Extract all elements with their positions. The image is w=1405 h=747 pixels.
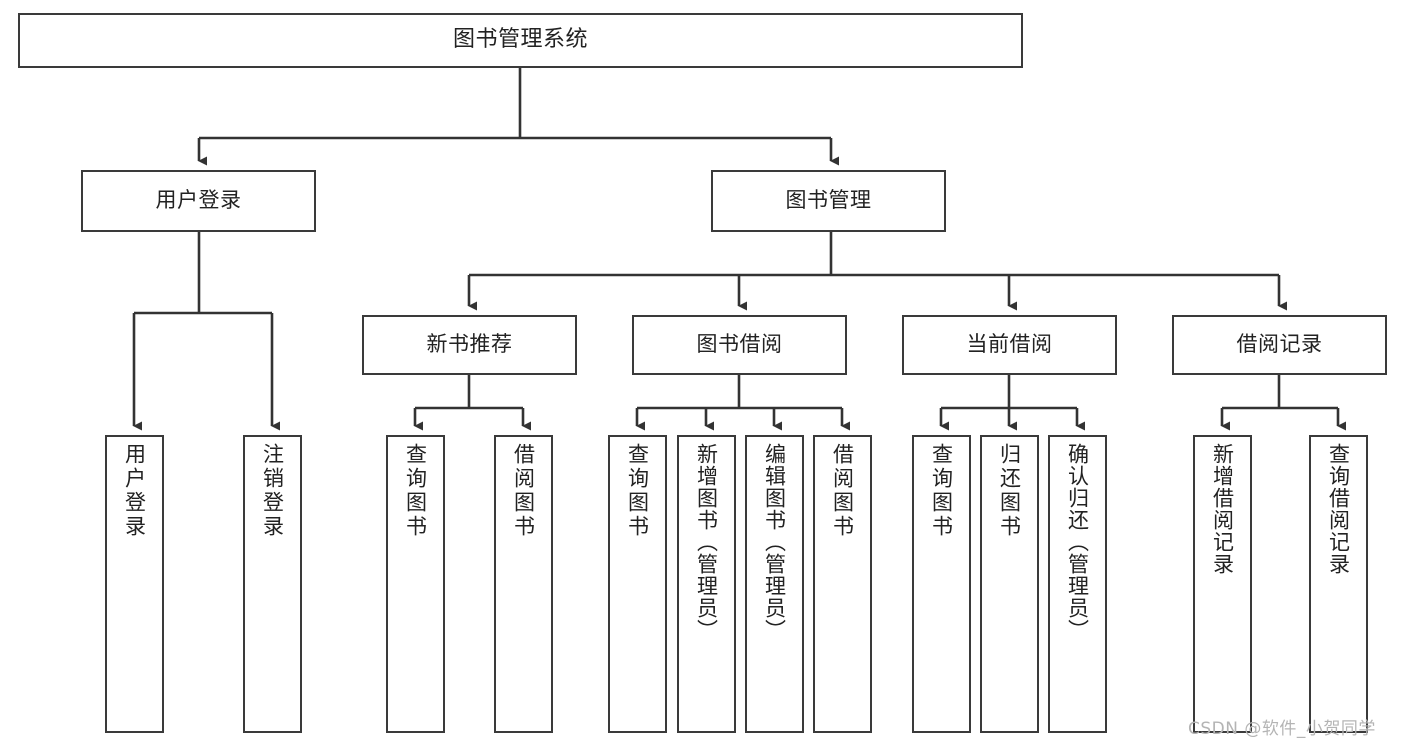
node-leaf-query-book-3-label: 查询图书	[929, 443, 954, 539]
node-book-borrow-label: 图书借阅	[696, 332, 783, 357]
node-leaf-return-book-label: 归还图书	[997, 443, 1022, 539]
node-new-book-recommend[interactable]: 新书推荐	[362, 315, 577, 375]
node-root-system-label: 图书管理系统	[452, 27, 588, 53]
node-leaf-edit-book-label: 编辑图书（管理员）	[762, 443, 787, 641]
node-leaf-confirm-return[interactable]: 确认归还（管理员）	[1048, 435, 1107, 733]
node-leaf-query-book-1-label: 查询图书	[403, 443, 428, 539]
node-leaf-query-book-2[interactable]: 查询图书	[608, 435, 667, 733]
node-current-borrow[interactable]: 当前借阅	[902, 315, 1117, 375]
node-leaf-borrow-book-2[interactable]: 借阅图书	[813, 435, 872, 733]
node-book-manage-label: 图书管理	[785, 188, 872, 213]
node-book-borrow[interactable]: 图书借阅	[632, 315, 847, 375]
node-leaf-borrow-book-1[interactable]: 借阅图书	[494, 435, 553, 733]
node-current-borrow-label: 当前借阅	[966, 332, 1053, 357]
node-leaf-query-book-2-label: 查询图书	[625, 443, 650, 539]
node-new-book-recommend-label: 新书推荐	[426, 332, 513, 357]
node-root-system[interactable]: 图书管理系统	[18, 13, 1023, 68]
node-leaf-add-record[interactable]: 新增借阅记录	[1193, 435, 1252, 733]
node-borrow-record-label: 借阅记录	[1236, 332, 1323, 357]
node-leaf-add-record-label: 新增借阅记录	[1210, 443, 1235, 575]
node-leaf-user-login-label: 用户登录	[122, 443, 147, 539]
node-leaf-borrow-book-2-label: 借阅图书	[830, 443, 855, 539]
watermark-text: CSDN @软件_小贺同学	[1188, 719, 1376, 739]
node-leaf-logout-login[interactable]: 注销登录	[243, 435, 302, 733]
node-leaf-return-book[interactable]: 归还图书	[980, 435, 1039, 733]
node-leaf-query-record-label: 查询借阅记录	[1326, 443, 1351, 575]
node-borrow-record[interactable]: 借阅记录	[1172, 315, 1387, 375]
node-leaf-logout-login-label: 注销登录	[260, 443, 285, 539]
node-leaf-user-login[interactable]: 用户登录	[105, 435, 164, 733]
node-user-login-label: 用户登录	[155, 188, 242, 213]
node-book-manage[interactable]: 图书管理	[711, 170, 946, 232]
node-leaf-add-book-label: 新增图书（管理员）	[694, 443, 719, 641]
node-leaf-borrow-book-1-label: 借阅图书	[511, 443, 536, 539]
node-leaf-query-book-3[interactable]: 查询图书	[912, 435, 971, 733]
node-leaf-confirm-return-label: 确认归还（管理员）	[1065, 443, 1090, 641]
node-leaf-query-book-1[interactable]: 查询图书	[386, 435, 445, 733]
node-user-login[interactable]: 用户登录	[81, 170, 316, 232]
node-leaf-add-book[interactable]: 新增图书（管理员）	[677, 435, 736, 733]
node-leaf-edit-book[interactable]: 编辑图书（管理员）	[745, 435, 804, 733]
node-leaf-query-record[interactable]: 查询借阅记录	[1309, 435, 1368, 733]
